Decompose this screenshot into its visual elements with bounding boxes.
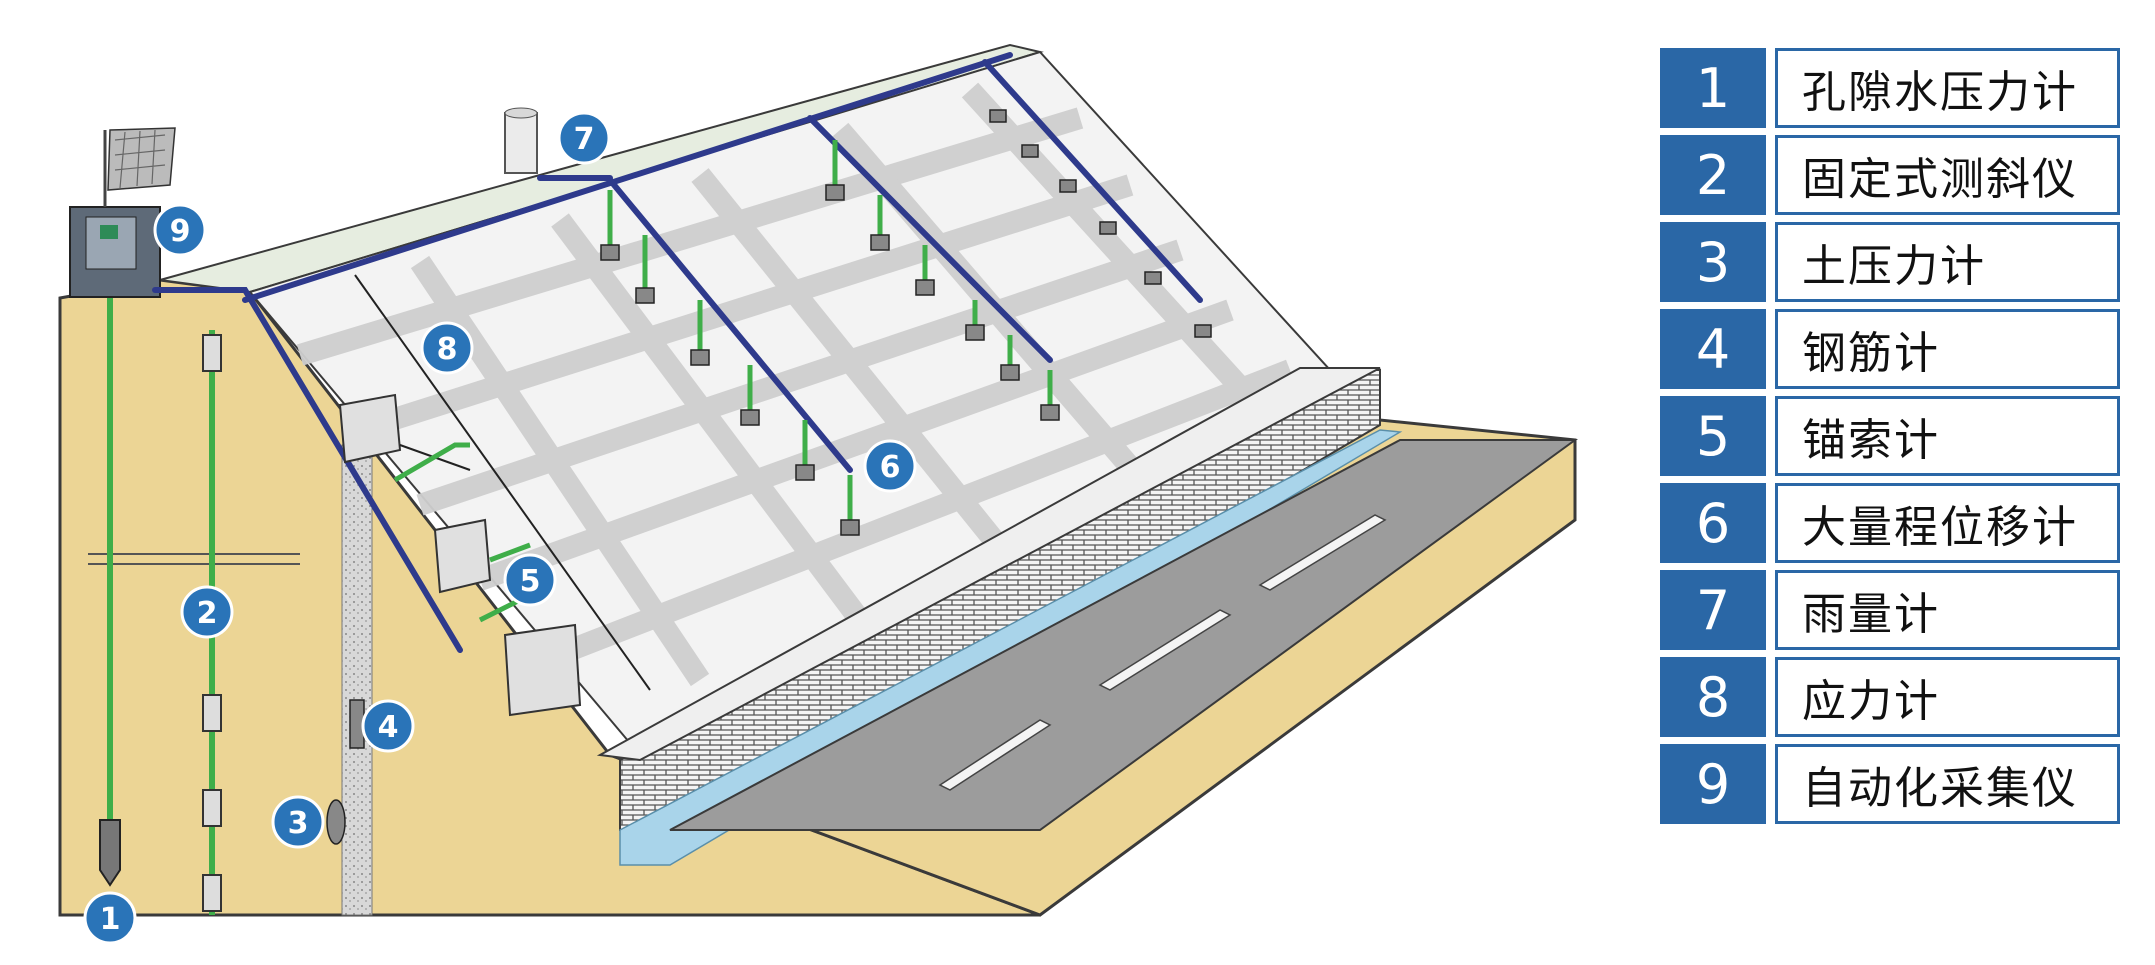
inclinometer-sensors [202, 334, 222, 912]
rain-gauge-device [504, 107, 538, 174]
marker-circle [863, 439, 917, 493]
legend-number: 8 [1660, 657, 1766, 737]
marker-number: 4 [378, 710, 399, 745]
legend-label: 雨量计 [1775, 570, 2120, 650]
wall-cap [596, 367, 1381, 762]
marker-number: 1 [100, 902, 121, 937]
legend-label: 孔隙水压力计 [1775, 48, 2120, 128]
marker-circle [420, 321, 474, 375]
anchor-cable-meter-marker: 5 [503, 553, 557, 607]
anchor-heads [338, 393, 582, 717]
marker-circle [557, 111, 611, 165]
slope-monitoring-diagram: 1 2 3 4 5 6 7 8 9 [58, 43, 1579, 945]
marker-circle [361, 699, 415, 753]
data-logger-device [69, 127, 176, 298]
earth-pressure-cell-marker: 3 [271, 795, 325, 849]
road-markings [938, 514, 1387, 791]
legend-label: 应力计 [1775, 657, 2120, 737]
legend-number: 5 [1660, 396, 1766, 476]
marker-circle [153, 203, 207, 257]
marker-number: 5 [520, 564, 541, 599]
gravel-column [341, 444, 373, 916]
marker-number: 9 [170, 214, 191, 249]
displacement-sensors [600, 109, 1212, 536]
legend-label: 钢筋计 [1775, 309, 2120, 389]
marker-circle [83, 891, 137, 945]
legend-number: 4 [1660, 309, 1766, 389]
marker-number: 8 [437, 332, 458, 367]
inclinometer-marker: 2 [180, 585, 234, 639]
marker-circle [180, 585, 234, 639]
legend-label: 自动化采集仪 [1775, 744, 2120, 824]
marker-number: 3 [288, 806, 309, 841]
stress-meter-wires [393, 442, 531, 623]
marker-circle [503, 553, 557, 607]
legend-number: 7 [1660, 570, 1766, 650]
legend-label: 大量程位移计 [1775, 483, 2120, 563]
legend-number: 6 [1660, 483, 1766, 563]
marker-number: 7 [574, 122, 595, 157]
piezometer-sensor [99, 819, 121, 887]
stress-meter-marker: 8 [420, 321, 474, 375]
data-logger-marker: 9 [153, 203, 207, 257]
cable-network [152, 52, 1203, 653]
legend-number: 3 [1660, 222, 1766, 302]
rebar-meter-marker: 4 [361, 699, 415, 753]
legend-label: 固定式测斜仪 [1775, 135, 2120, 215]
soil-layer-lines [88, 553, 300, 565]
marker-number: 6 [880, 450, 901, 485]
lattice-frame [296, 82, 1294, 687]
legend-number: 1 [1660, 48, 1766, 128]
legend-number: 9 [1660, 744, 1766, 824]
marker-number: 2 [197, 596, 218, 631]
rain-gauge-marker: 7 [557, 111, 611, 165]
legend-label: 锚索计 [1775, 396, 2120, 476]
legend-number: 2 [1660, 135, 1766, 215]
marker-circle [271, 795, 325, 849]
piezometer-marker: 1 [83, 891, 137, 945]
legend-label: 土压力计 [1775, 222, 2120, 302]
displacement-meter-marker: 6 [863, 439, 917, 493]
earth-pressure-cell-sensor [326, 799, 346, 845]
